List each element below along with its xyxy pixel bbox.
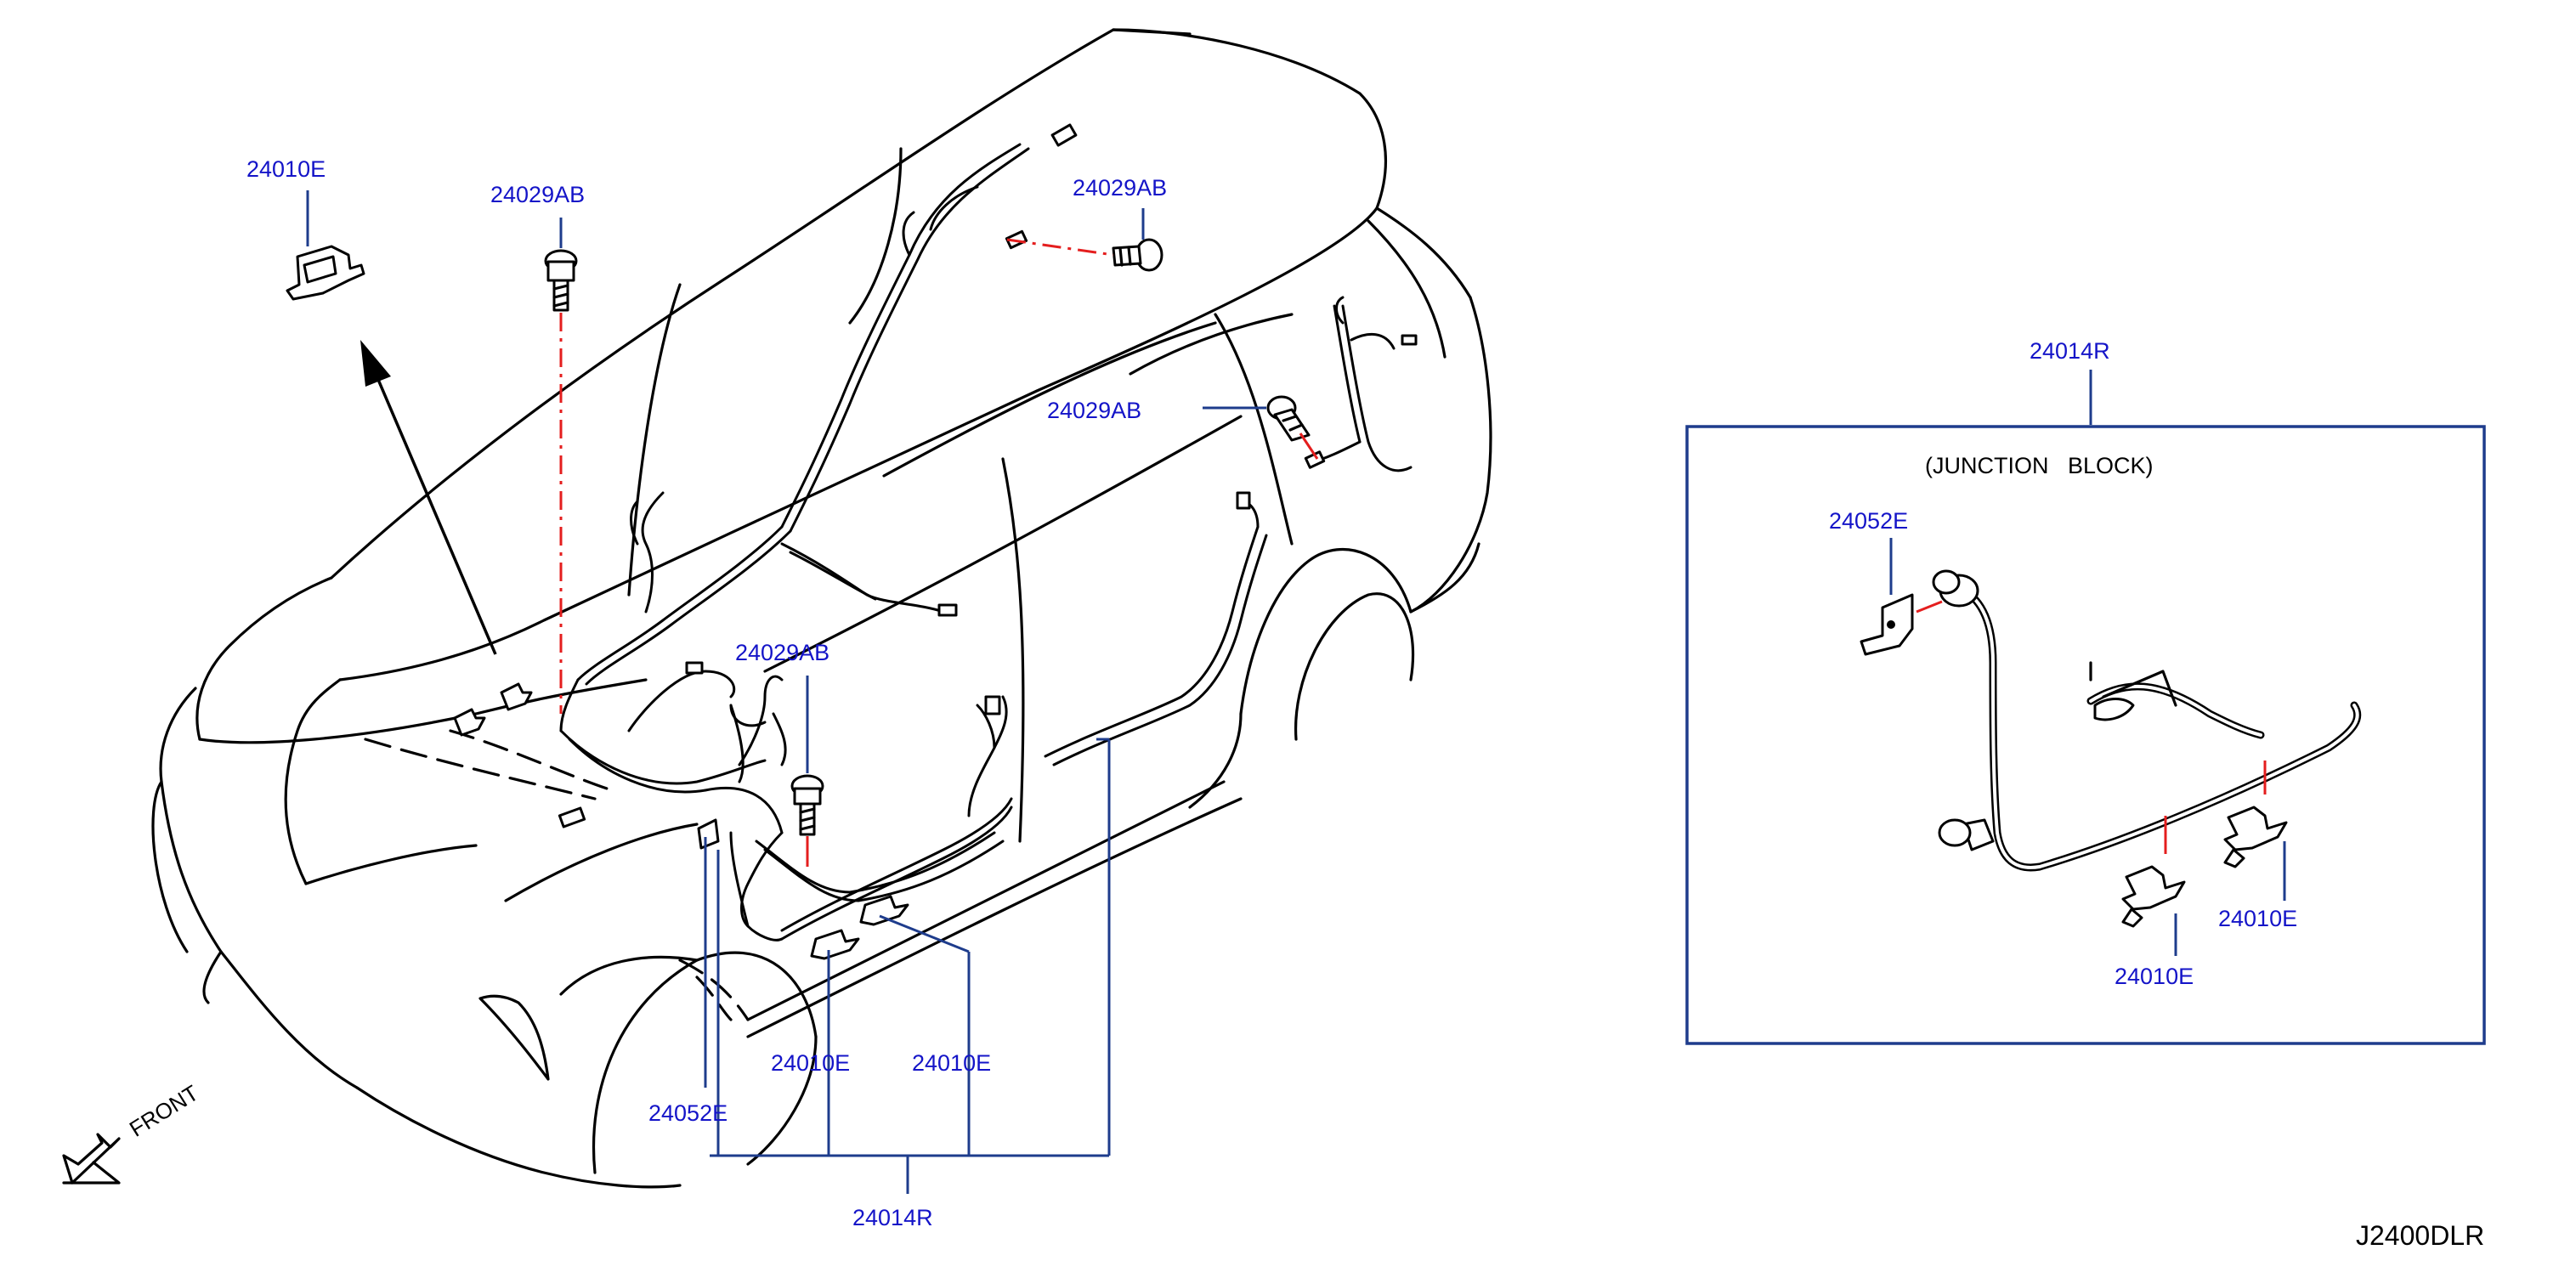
junction-block-detail	[1685, 370, 2486, 1045]
clip-part-icon	[2121, 865, 2186, 928]
direction-arrow-icon	[360, 340, 497, 655]
clip-part-icon	[810, 929, 860, 960]
callout-leaders	[306, 190, 1266, 1194]
attachment-lines	[559, 238, 1319, 867]
callout-clip-floor-2: 24010E	[912, 1050, 992, 1076]
detail-callout-clip-right: 24010E	[2218, 906, 2298, 931]
car-body-outline	[151, 28, 1492, 1189]
clip-part-icon	[286, 245, 365, 301]
clip-part-icon	[2223, 806, 2288, 868]
clip-part-icon	[500, 682, 533, 711]
callout-harness-main: 24014R	[852, 1205, 933, 1230]
bolt-part-icon	[544, 249, 578, 312]
clip-part-icon	[453, 708, 486, 737]
callout-bracket-floor: 24052E	[648, 1100, 728, 1126]
clip-part-icon	[859, 895, 909, 926]
callout-bolt-upper-left: 24029AB	[490, 182, 586, 207]
bolt-part-icon	[1112, 238, 1163, 272]
harness-connectors	[558, 123, 1418, 828]
callout-bolt-center: 24029AB	[735, 640, 830, 665]
callout-clip-floor-1: 24010E	[771, 1050, 851, 1076]
callout-clip-top-left: 24010E	[246, 156, 326, 182]
bolt-part-icon	[790, 774, 824, 836]
bolt-part-icon	[1266, 395, 1311, 442]
bracket-part-icon	[697, 818, 720, 850]
front-arrow-icon	[62, 1133, 121, 1185]
detail-callout-clip-bottom: 24010E	[2115, 964, 2194, 989]
detail-callout-bracket: 24052E	[1829, 508, 1909, 534]
detail-title: 24014R	[2030, 338, 2110, 364]
drawing-code: J2400DLR	[2356, 1220, 2485, 1251]
callout-bolt-upper-right: 24029AB	[1073, 175, 1168, 201]
callout-bolt-side-right: 24029AB	[1047, 398, 1142, 423]
detail-caption: (JUNCTION BLOCK)	[1925, 453, 2154, 478]
harness-wiring	[449, 143, 1413, 1021]
bracket-part-icon	[1860, 593, 1914, 656]
